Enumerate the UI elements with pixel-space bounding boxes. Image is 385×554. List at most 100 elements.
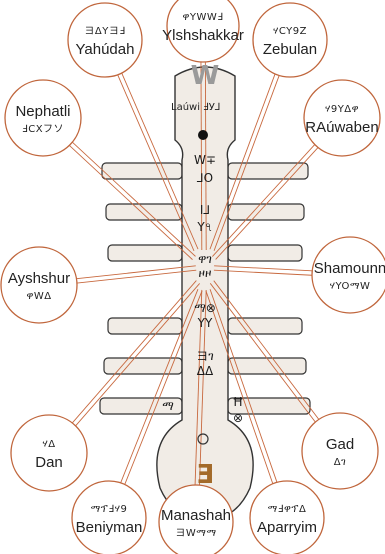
tribe-circle-aparryim: ማℲዋፕΔ Aparryim [249, 480, 325, 554]
top-label-name: Laúwi [171, 101, 200, 113]
ray-nephatli-2 [69, 145, 193, 260]
ray-aparryim-1 [205, 290, 274, 484]
tribe-script: ዋWΔ [26, 291, 51, 302]
ray-manashah-2 [199, 290, 207, 486]
tribe-script: ヨWማማ [175, 528, 216, 539]
ray-gad-1 [209, 283, 316, 423]
ray-shamounn-1 [213, 269, 312, 276]
ray-manashah-1 [194, 289, 203, 485]
glyph-row-1b: ⅃O [196, 171, 213, 185]
ray-yahudah-1 [121, 72, 199, 250]
ray-ylshshakkar-2 [200, 62, 203, 251]
ray-beniyman-2 [124, 290, 203, 485]
ray-aparryim-2 [209, 289, 278, 483]
tribe-circle-manashah: ヨWማማ Manashah [158, 484, 234, 554]
glyph-gad-a: Ħ [233, 395, 244, 409]
tribe-circle-ring [0, 246, 78, 324]
rib-right-5 [227, 357, 307, 375]
tribe-script: ሃ9YΔዋ [325, 104, 359, 115]
open-dot-marker [197, 433, 209, 445]
tribe-circle-ring [303, 79, 381, 157]
bottom-letter: Ǝ [196, 460, 214, 490]
tribe-circle-zebulan: ሃCY9Z Zebulan [252, 2, 328, 78]
tribe-name: Shamounn [314, 260, 385, 277]
tribe-name: Aparryim [257, 519, 317, 536]
top-label-script: ℲУ⅃ [203, 102, 220, 113]
tribe-circle-ring [4, 79, 82, 157]
tribe-script: ማℲዋፕΔ [268, 504, 307, 515]
tribe-circle-ring [71, 480, 147, 554]
tribe-name: Ayshshur [8, 270, 70, 287]
ray-zebulan-1 [213, 75, 280, 251]
glyph-row-3b: ዞዞ [198, 266, 211, 280]
tribe-script: ሃYOማW [330, 281, 371, 292]
tribe-script: ሃΔ [42, 439, 55, 450]
tribe-script: ሃCY9Z [273, 26, 307, 37]
tribe-circle-gad: Δገ Gad [301, 412, 379, 490]
tribe-circle-ylshshakkar: ዋYWWℲ Ylshshakkar [162, 0, 244, 63]
tribe-circle-yahudah: ヨΔYヨℲ Yahúdah [67, 2, 143, 78]
ray-shamounn-2 [214, 265, 313, 272]
rib-left-4 [107, 317, 183, 335]
rib-right-4 [227, 317, 303, 335]
glyph-row-2b: Y৭ [196, 220, 212, 234]
tribe-circle-ring [10, 414, 88, 492]
tribe-script: ヨΔYヨℲ [84, 26, 125, 37]
rib-left-2 [105, 203, 183, 221]
ray-ayshshur-1 [76, 265, 196, 280]
ray-ylshshakkar-1 [204, 61, 207, 250]
rib-left-5 [103, 357, 183, 375]
rib-right-3 [227, 244, 303, 262]
tribe-name: Dan [35, 454, 63, 471]
glyph-row-1a: W∓ [194, 153, 216, 167]
glyph-row-4b: YY [197, 316, 213, 330]
ray-beniyman-1 [120, 289, 199, 483]
ray-gad-2 [213, 280, 320, 420]
rib-left-1 [101, 162, 183, 180]
rib-right-2 [227, 203, 305, 221]
tribe-name: Beniyman [76, 519, 143, 536]
ray-rauwaben-1 [215, 147, 319, 260]
tribe-circle-ring [301, 412, 379, 490]
ray-zebulan-2 [209, 73, 276, 250]
tribe-name: Manashah [161, 507, 231, 524]
tribe-name: Gad [326, 436, 354, 453]
ray-nephatli-1 [72, 141, 196, 257]
tribe-script: ዋYWWℲ [182, 12, 223, 23]
tribe-circle-dan: ሃΔ Dan [10, 414, 88, 492]
glyph-row-5b: ΔΔ [197, 364, 214, 378]
tribe-circle-ring [252, 2, 328, 78]
tribe-circle-ring [249, 480, 325, 554]
tribe-circle-ring [311, 236, 385, 314]
tribe-circle-ayshshur: ዋWΔ Ayshshur [0, 246, 78, 324]
ray-rauwaben-2 [212, 144, 316, 257]
glyph-row-3a: ዋገ [198, 252, 212, 266]
tribe-name: Zebulan [263, 41, 317, 58]
tribe-circle-rauwaben: ሃ9YΔዋ RAúwaben [303, 79, 381, 157]
glyph-row-2a: I⅃ [200, 203, 210, 217]
tribe-circle-ring [67, 2, 143, 78]
tribe-script: Δገ [334, 457, 346, 468]
ray-dan-2 [75, 283, 200, 427]
glyph-gad-b: ⊗ [233, 411, 243, 425]
tribe-name: RAúwaben [305, 119, 378, 136]
tribe-name: Ylshshakkar [162, 27, 244, 44]
tribe-circle-ring [158, 484, 234, 554]
glyph-dan: ማ [162, 399, 174, 413]
glyph-row-5a: ヨገ [196, 349, 213, 363]
tribe-circle-shamounn: ሃYOማW Shamounn [311, 236, 385, 314]
tribe-name: Nephatli [15, 103, 70, 120]
black-dot-marker [198, 130, 208, 140]
tribe-script: ማፕℲሃ9 [91, 504, 128, 515]
ray-ayshshur-2 [76, 269, 197, 284]
connector-rays [69, 61, 320, 486]
top-letter: W [191, 61, 220, 91]
tribe-name: Yahúdah [76, 41, 135, 58]
glyph-row-4a: ማ⊗ [194, 301, 216, 315]
ray-dan-1 [71, 280, 197, 424]
